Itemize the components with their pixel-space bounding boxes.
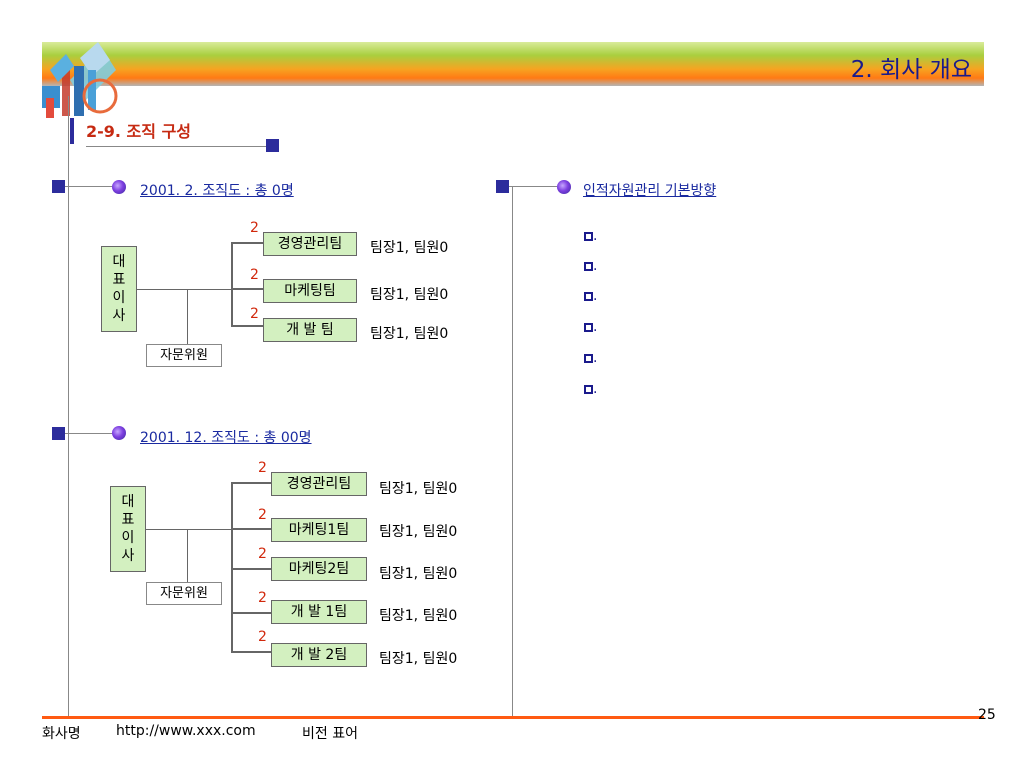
org2-team-box: 개 발 2팀 [271, 643, 367, 667]
footer-vision: 비전 표어 [302, 726, 358, 742]
footer-url[interactable]: http://www.xxx.com [116, 723, 256, 739]
org2-connector [65, 433, 113, 434]
section-square [266, 139, 279, 152]
org2-team-box: 개 발 1팀 [271, 600, 367, 624]
checkbox-icon [584, 231, 593, 241]
hr-square [496, 180, 509, 193]
org2-team-box: 경영관리팀 [271, 472, 367, 496]
org1-team-count: 2 [250, 306, 259, 322]
org2-main-line [146, 529, 238, 530]
org2-branch-1 [231, 528, 271, 530]
org2-team-box: 마케팅2팀 [271, 557, 367, 581]
company-logo [42, 42, 118, 118]
section-marker [70, 118, 74, 144]
header-title: 2. 회사 개요 [850, 57, 972, 83]
org1-title[interactable]: 2001. 2. 조직도 : 총 0명 [140, 183, 294, 199]
org2-team-count: 2 [258, 507, 267, 523]
checkbox-icon [584, 261, 593, 271]
hr-item-text: . [593, 350, 598, 366]
checkbox-icon [584, 322, 593, 332]
hr-list-item: . [584, 350, 597, 366]
org1-team-members: 팀장1, 팀원0 [370, 287, 449, 303]
org2-ceo-box: 대 표 이 사 [110, 486, 146, 572]
org1-team-members: 팀장1, 팀원0 [370, 240, 449, 256]
org2-title[interactable]: 2001. 12. 조직도 : 총 00명 [140, 430, 312, 446]
org1-branch-vertical [231, 242, 233, 326]
org2-team-members: 팀장1, 팀원0 [379, 566, 458, 582]
hr-item-text: . [593, 258, 598, 274]
hr-title[interactable]: 인적자원관리 기본방향 [583, 183, 717, 199]
org1-team-box: 개 발 팀 [263, 318, 357, 342]
org1-team-box: 경영관리팀 [263, 232, 357, 256]
hr-item-text: . [593, 228, 598, 244]
org1-bullet [112, 180, 126, 194]
left-frame-line [68, 96, 69, 716]
org2-branch-vertical [231, 482, 233, 652]
org1-square [52, 180, 65, 193]
org1-connector [65, 186, 113, 187]
hr-list-item: . [584, 381, 597, 397]
ceo-char: 표 [121, 512, 135, 528]
hr-list-item: . [584, 319, 597, 335]
org2-branch-2 [231, 568, 271, 570]
hr-list-item: . [584, 258, 597, 274]
org1-ceo-box: 대 표 이 사 [101, 246, 137, 332]
ceo-char: 사 [121, 548, 135, 564]
section-title: 2-9. 조직 구성 [86, 122, 192, 141]
org2-team-count: 2 [258, 546, 267, 562]
checkbox-icon [584, 353, 593, 363]
org1-advisor-line [187, 289, 188, 344]
org2-team-members: 팀장1, 팀원0 [379, 524, 458, 540]
header-bar [42, 42, 984, 86]
hr-item-text: . [593, 288, 598, 304]
page-number: 25 [978, 707, 996, 723]
ceo-char: 대 [112, 254, 126, 270]
org2-team-members: 팀장1, 팀원0 [379, 481, 458, 497]
footer-company: 화사명 [42, 726, 81, 742]
ceo-char: 표 [112, 272, 126, 288]
org2-team-members: 팀장1, 팀원0 [379, 651, 458, 667]
org1-advisor-box: 자문위원 [146, 344, 222, 367]
org2-advisor-box: 자문위원 [146, 582, 222, 605]
org2-branch-3 [231, 612, 271, 614]
checkbox-icon [584, 291, 593, 301]
org2-square [52, 427, 65, 440]
org1-branch-2 [231, 325, 263, 327]
org2-team-count: 2 [258, 460, 267, 476]
ceo-char: 사 [112, 308, 126, 324]
hr-list-item: . [584, 228, 597, 244]
section-underline [86, 146, 274, 147]
org1-team-members: 팀장1, 팀원0 [370, 326, 449, 342]
hr-connector [509, 186, 557, 187]
org1-team-count: 2 [250, 267, 259, 283]
org2-bullet [112, 426, 126, 440]
org2-team-box: 마케팅1팀 [271, 518, 367, 542]
org2-branch-4 [231, 651, 271, 653]
org2-team-members: 팀장1, 팀원0 [379, 608, 458, 624]
org2-advisor-line [187, 529, 188, 582]
hr-item-text: . [593, 381, 598, 397]
ceo-char: 이 [121, 530, 135, 546]
ceo-char: 이 [112, 290, 126, 306]
org1-branch-1 [231, 288, 263, 290]
footer-line [42, 716, 984, 719]
org1-team-count: 2 [250, 220, 259, 236]
org1-team-box: 마케팅팀 [263, 279, 357, 303]
org2-branch-0 [231, 482, 271, 484]
hr-item-text: . [593, 319, 598, 335]
hr-list-item: . [584, 288, 597, 304]
ceo-char: 대 [121, 494, 135, 510]
org2-team-count: 2 [258, 590, 267, 606]
org2-team-count: 2 [258, 629, 267, 645]
checkbox-icon [584, 384, 593, 394]
middle-divider [512, 186, 513, 716]
org1-main-line [137, 289, 232, 290]
org1-branch-0 [231, 242, 263, 244]
hr-bullet [557, 180, 571, 194]
